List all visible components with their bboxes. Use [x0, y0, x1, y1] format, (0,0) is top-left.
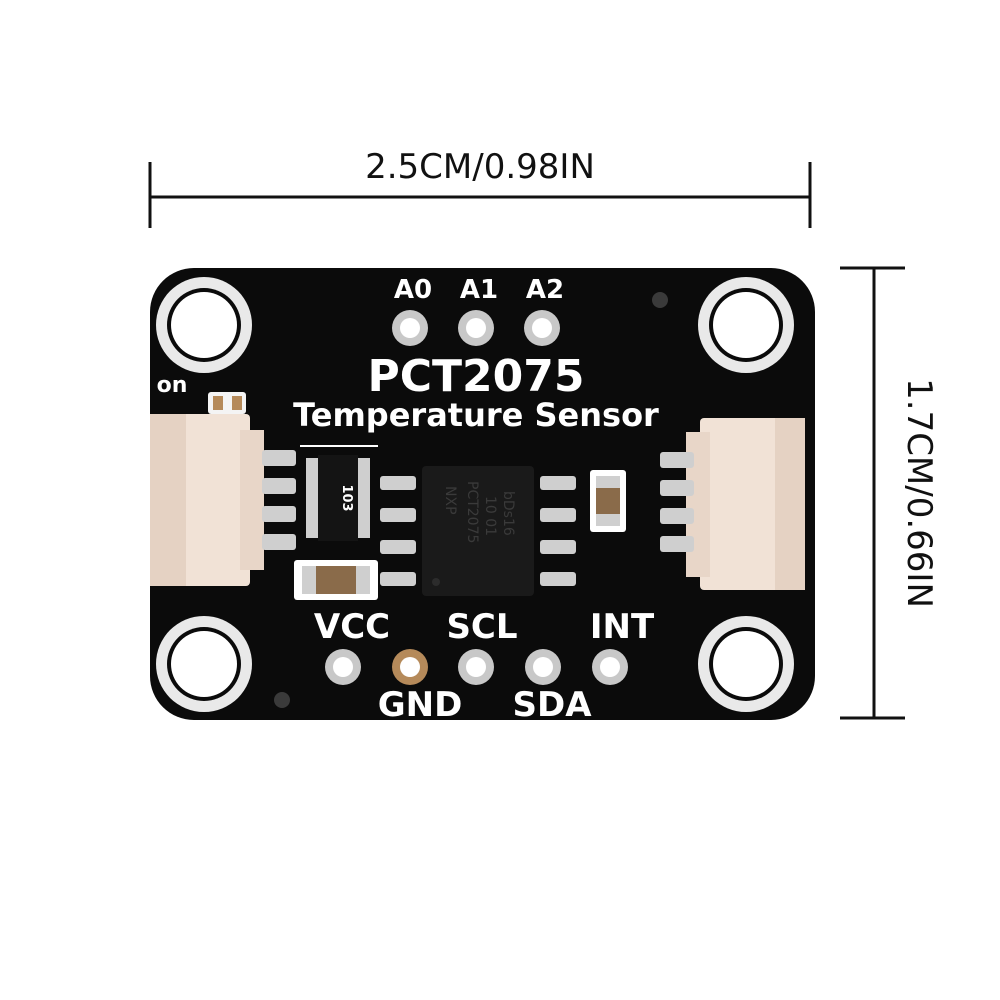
power-i2c-pads	[325, 649, 628, 685]
chip-part: PCT2075	[464, 481, 480, 543]
pin-label-a0: A0	[394, 275, 432, 305]
board-subtitle: Temperature Sensor	[293, 396, 659, 434]
address-pads	[392, 310, 560, 346]
pcb-board: A0 A1 A2 PCT2075 Temperature Sensor on	[150, 268, 815, 725]
via	[274, 692, 290, 708]
width-dimension: 2.5CM/0.98IN	[148, 147, 812, 228]
chip-brand: NXP	[442, 486, 458, 515]
pin-label-a1: A1	[460, 275, 498, 305]
chip-lot: bDs16	[500, 491, 516, 536]
pin-label-gnd: GND	[378, 685, 463, 725]
via	[652, 292, 668, 308]
pin-label-vcc: VCC	[314, 607, 390, 647]
pct2075-chip: NXP PCT2075 10 01 bDs16	[380, 466, 576, 596]
right-stemma-connector	[660, 418, 805, 590]
led-label: on	[157, 373, 188, 398]
width-label: 2.5CM/0.98IN	[365, 147, 595, 187]
pin-label-scl: SCL	[446, 607, 517, 647]
height-label: 1.7CM/0.66IN	[899, 378, 939, 608]
capacitor-bottom-left	[294, 560, 378, 600]
mounting-hole-bottom-right	[698, 616, 794, 712]
board-title: PCT2075	[367, 351, 584, 402]
pin-label-int: INT	[590, 607, 655, 647]
chip-date: 10 01	[482, 496, 498, 536]
resistor-marking: 103	[339, 484, 354, 511]
mounting-hole-top-left	[156, 277, 252, 373]
height-dimension: 1.7CM/0.66IN	[840, 266, 939, 720]
left-stemma-connector	[150, 414, 296, 586]
mounting-hole-bottom-left	[156, 616, 252, 712]
capacitor-right	[590, 470, 626, 532]
resistor-array: 103	[300, 445, 378, 541]
mounting-hole-top-right	[698, 277, 794, 373]
pin-label-sda: SDA	[512, 685, 592, 725]
pin-label-a2: A2	[526, 275, 564, 305]
